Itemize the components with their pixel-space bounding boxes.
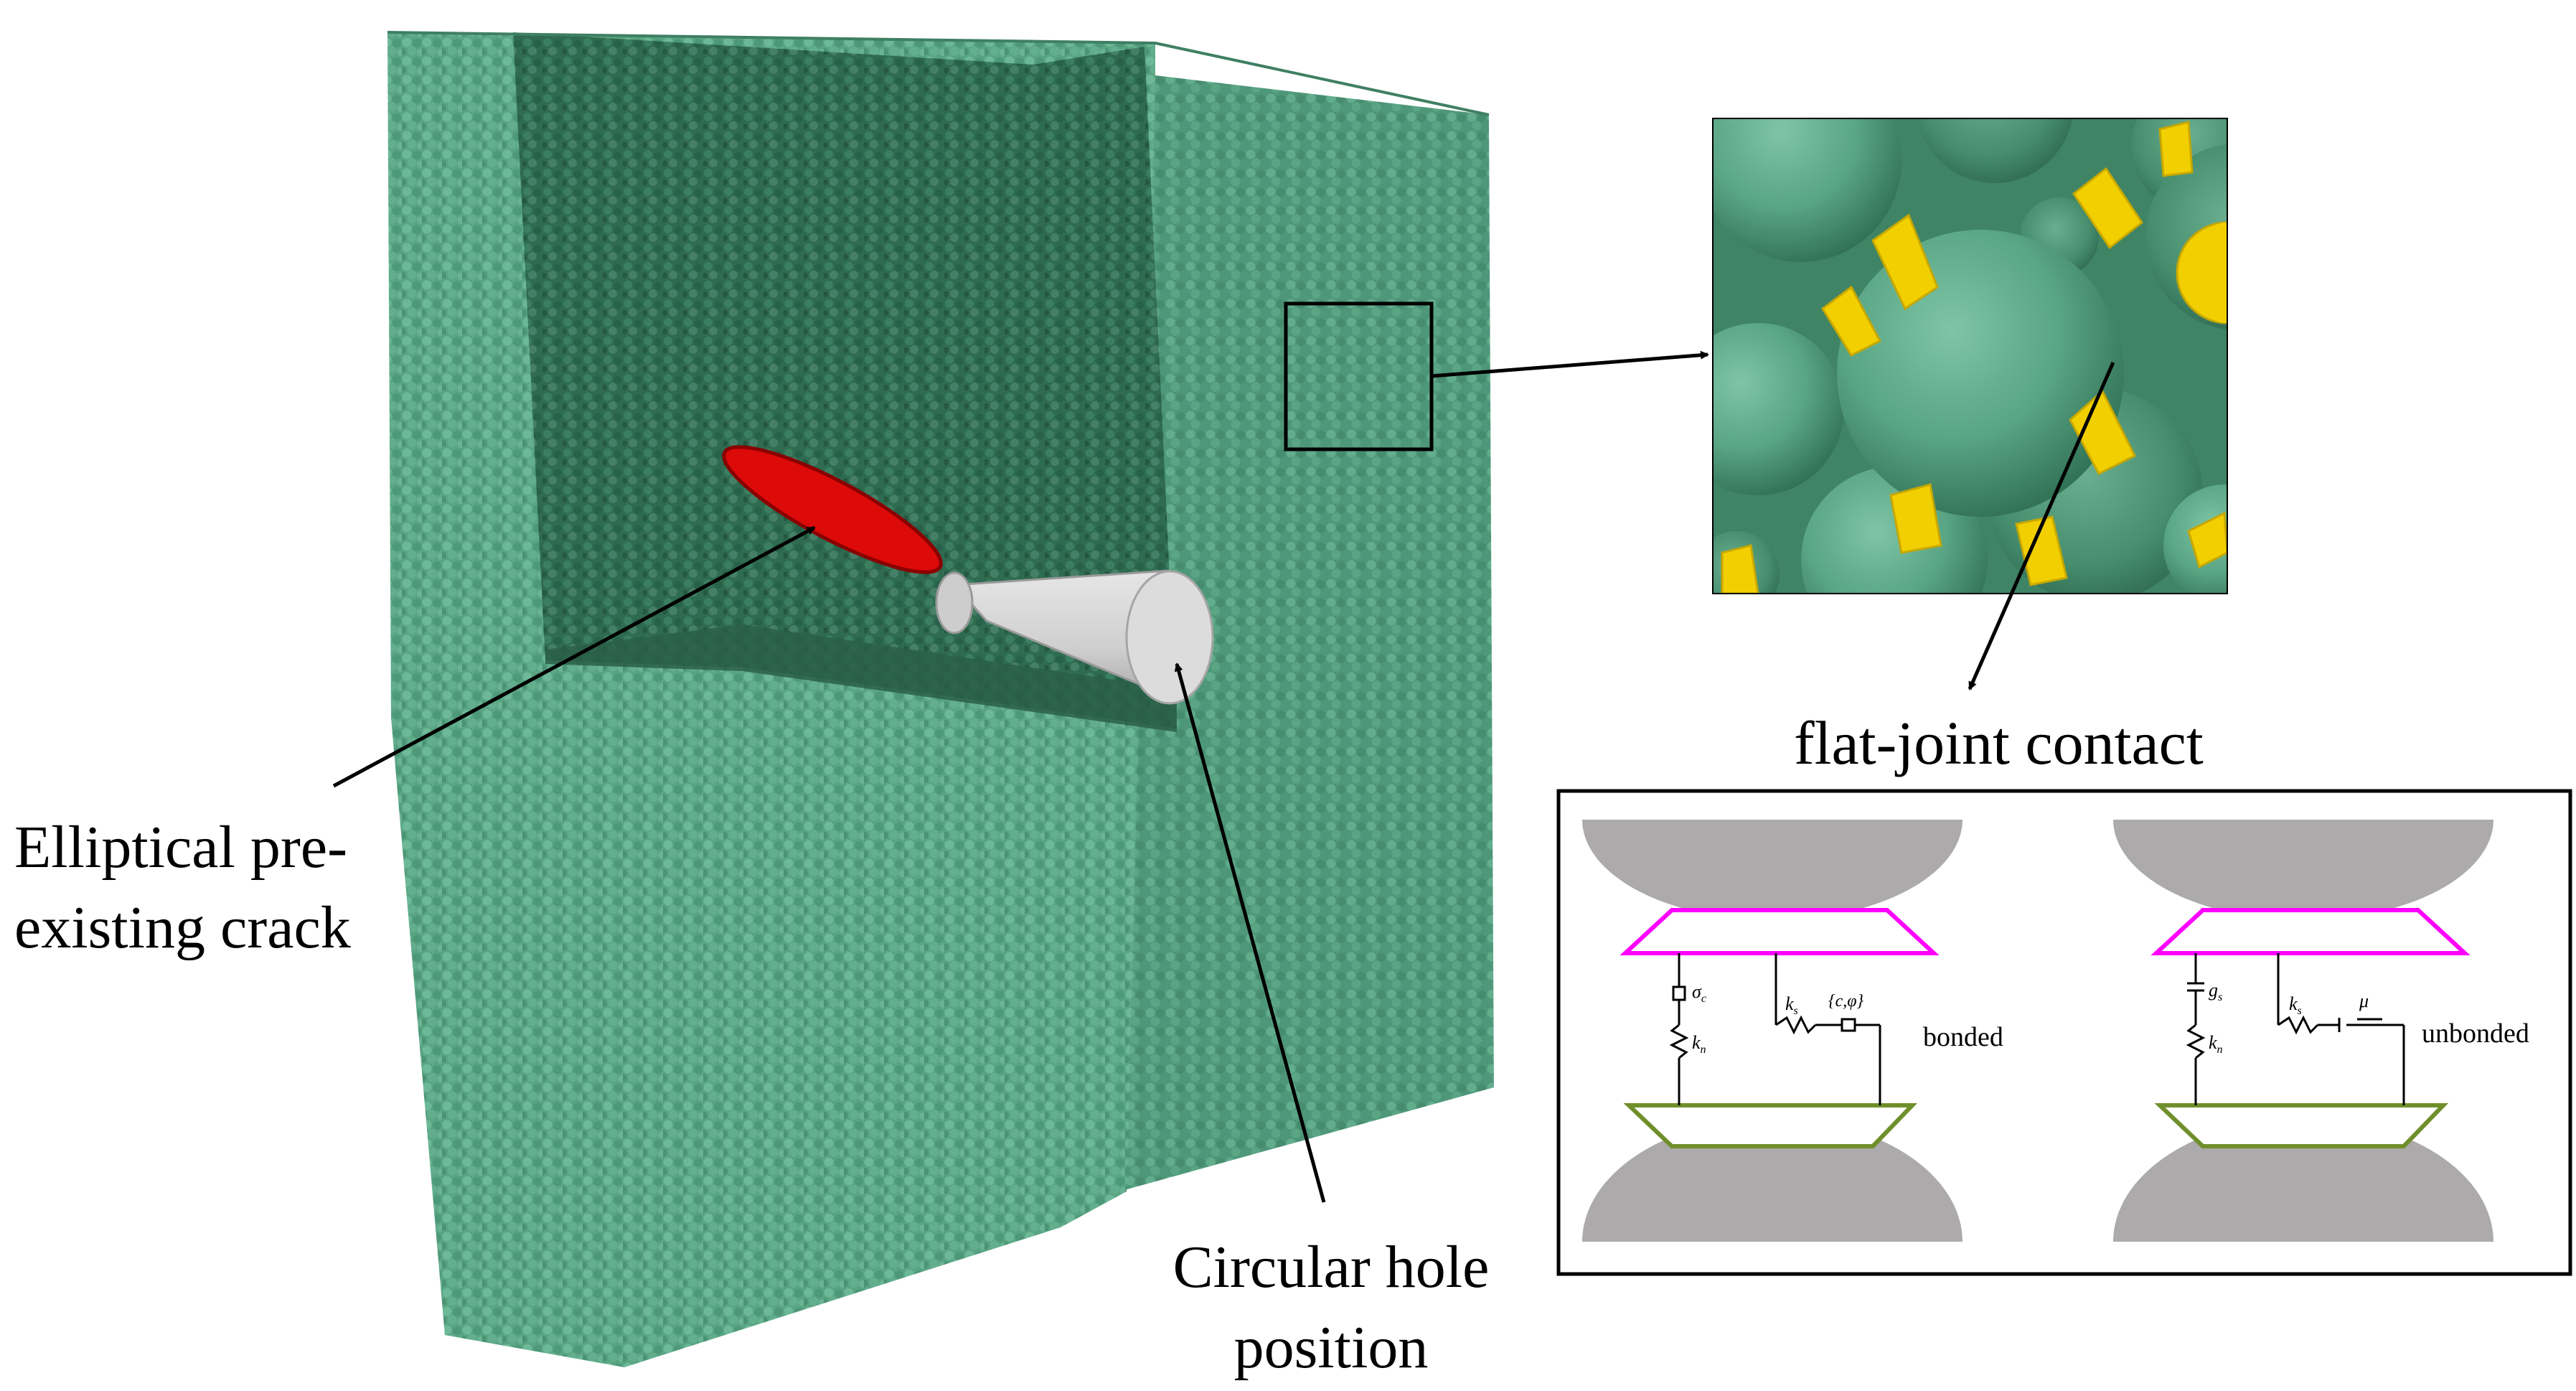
upper-grain-right [2113, 820, 2493, 920]
flat-joint-label: flat-joint contact [1794, 708, 2204, 777]
symbol-c-phi: {c,φ} [1828, 992, 1864, 1011]
arrow-flat-joint [1968, 361, 2115, 690]
lower-grain-left [1582, 1118, 1962, 1242]
crack-label: Elliptical pre- existing crack [14, 807, 351, 968]
contact-schematic-box [1556, 789, 2572, 1276]
symbol-ks-right: ks [2289, 993, 2302, 1018]
arrows [332, 350, 2115, 1203]
upper-notch-right [2150, 908, 2471, 955]
upper-notch-left [1620, 908, 1940, 955]
lower-notch-left [1623, 1103, 1918, 1148]
bonded-label: bonded [1923, 1022, 2003, 1052]
zoom-selection-box [1284, 301, 1434, 451]
flat-joint-bonds [1721, 121, 2227, 594]
zoom-panel [1712, 118, 2228, 594]
crack-label-line1: Elliptical pre- [14, 814, 348, 881]
symbol-mu: μ [2359, 990, 2369, 1011]
hole-label: Circular hole position [1152, 1227, 1510, 1388]
hole-label-line1: Circular hole [1172, 1234, 1490, 1301]
unbonded-label: unbonded [2422, 1018, 2529, 1049]
elliptical-crack [722, 445, 943, 574]
symbol-sigma-c: σc [1692, 981, 1706, 1006]
circular-hole-cylinder [935, 569, 1214, 705]
hole-label-line2: position [1233, 1314, 1429, 1381]
upper-grain-left [1582, 820, 1962, 920]
arrow-hole [1174, 662, 1326, 1203]
crack-label-line2: existing crack [14, 894, 351, 961]
arrow-zoom [1431, 350, 1709, 378]
particle-block [387, 31, 1494, 1367]
symbol-kn-left: kn [1692, 1032, 1706, 1057]
symbol-ks-left: ks [1785, 993, 1798, 1018]
bonded-model [1582, 820, 1962, 1242]
circular-hole-end [1125, 570, 1214, 705]
block-side-face [1119, 75, 1494, 1191]
unbonded-model [2113, 820, 2493, 1242]
arrow-crack [332, 525, 816, 788]
cavity-floor [545, 624, 1177, 732]
symbol-gs: gs [2209, 980, 2223, 1004]
lower-grain-right [2113, 1118, 2493, 1242]
block-cavity [513, 32, 1177, 729]
lower-notch-right [2154, 1103, 2449, 1148]
symbol-kn-right: kn [2209, 1032, 2223, 1057]
